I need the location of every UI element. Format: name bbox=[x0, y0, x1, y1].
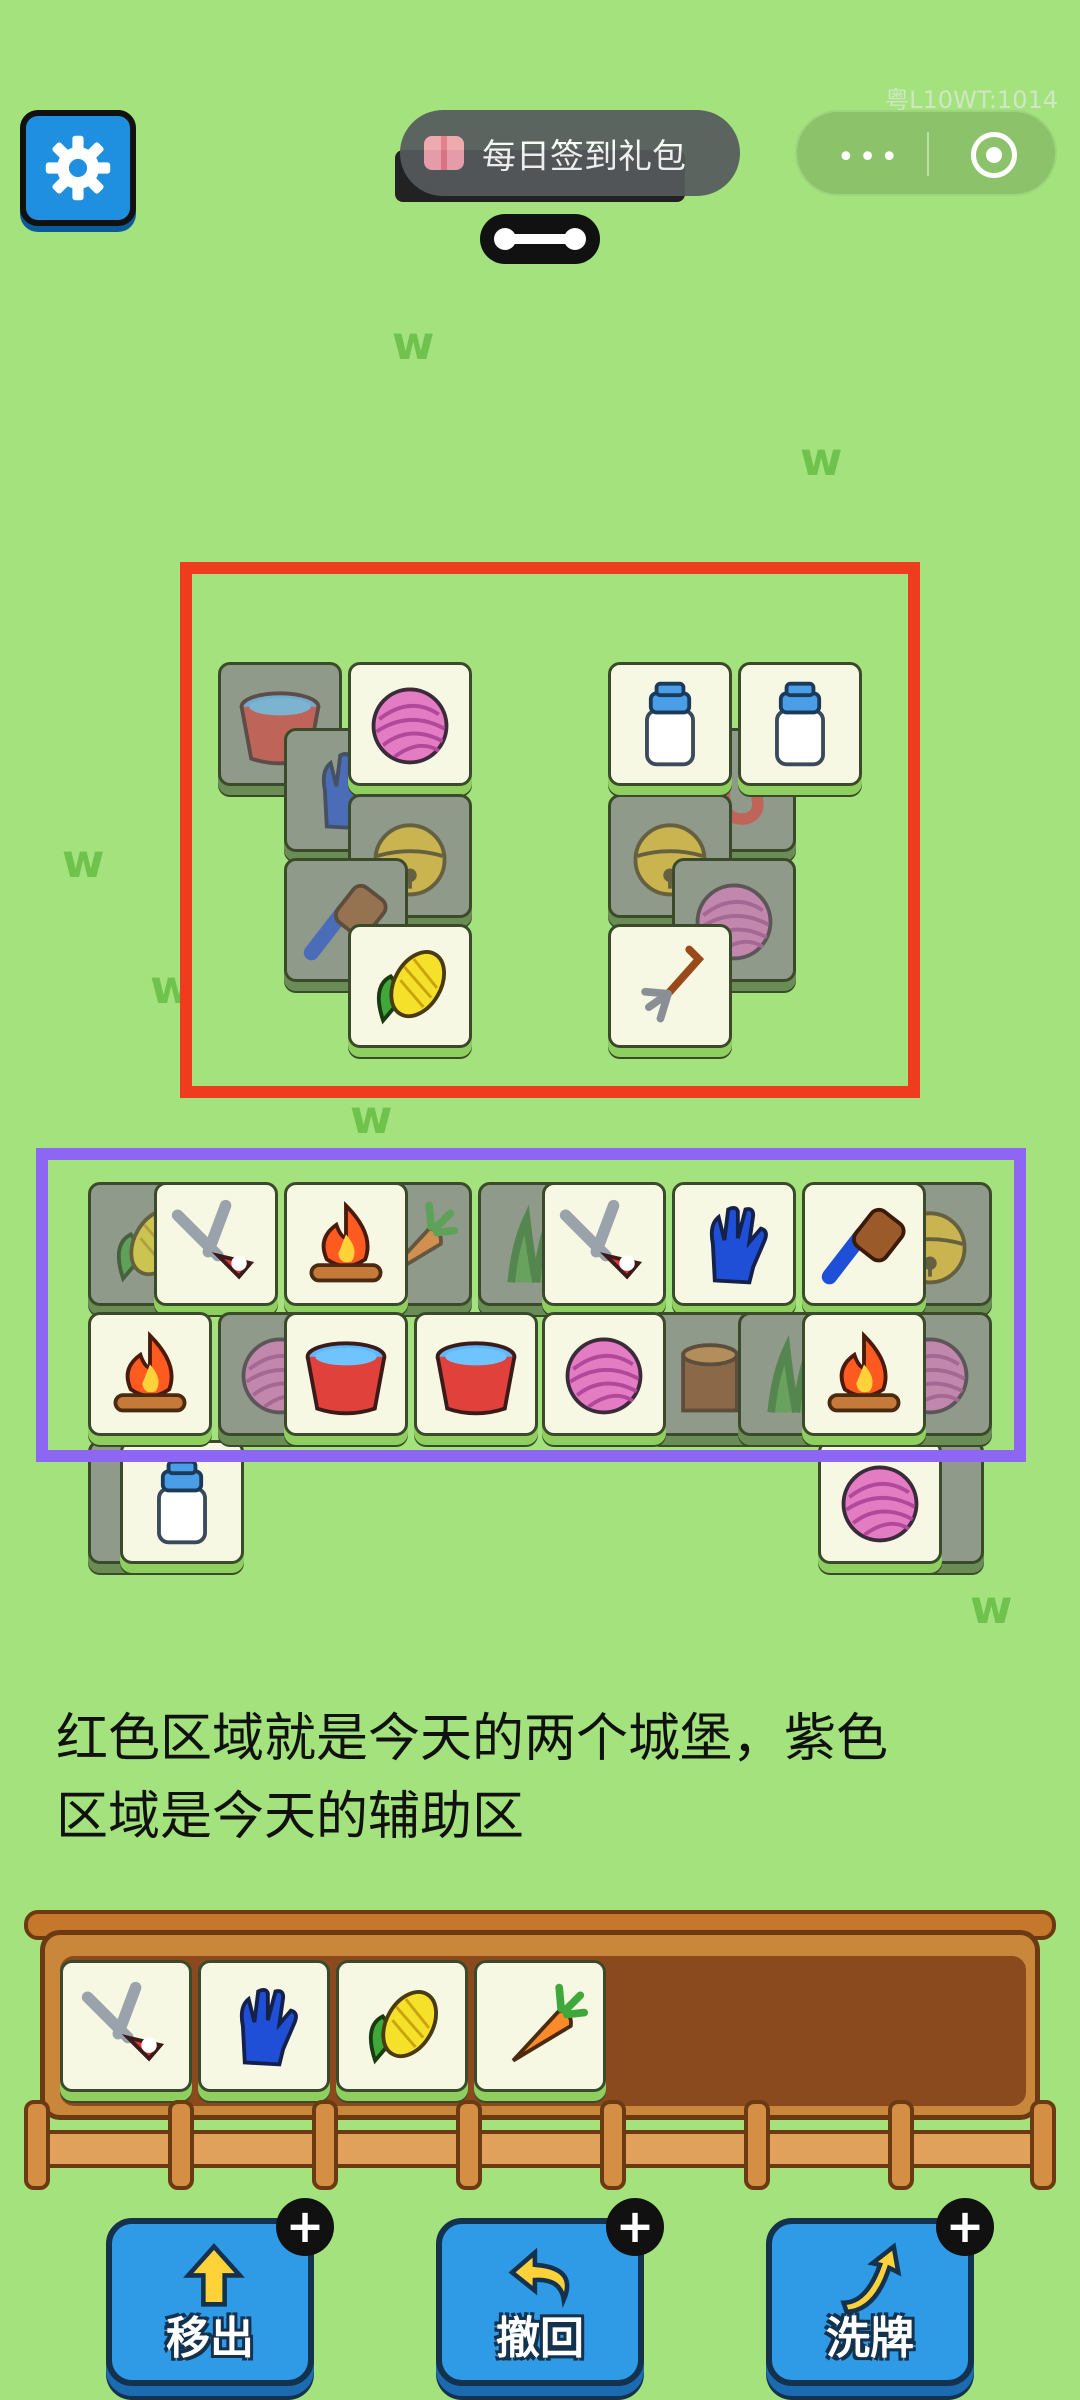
fence-post bbox=[888, 2100, 914, 2190]
tile-bucket[interactable] bbox=[414, 1312, 538, 1436]
move-out-button[interactable]: 移出 + bbox=[106, 2198, 334, 2386]
tile-fire[interactable] bbox=[802, 1312, 926, 1436]
tile-yarn[interactable] bbox=[348, 662, 472, 786]
fence-post bbox=[1030, 2100, 1056, 2190]
shuffle-label: 洗牌 bbox=[826, 2313, 914, 2364]
move-out-label: 移出 bbox=[166, 2313, 254, 2364]
undo-icon bbox=[508, 2247, 570, 2309]
caption-line-1: 红色区域就是今天的两个城堡，紫色 bbox=[56, 1709, 889, 1769]
add-move-out-icon[interactable]: + bbox=[276, 2198, 334, 2256]
castle-region-highlight bbox=[180, 562, 920, 1098]
fence-post bbox=[456, 2100, 482, 2190]
tile-yarn[interactable] bbox=[542, 1312, 666, 1436]
helper-region-highlight bbox=[36, 1148, 1026, 1462]
fence-post bbox=[24, 2100, 50, 2190]
move-out-icon bbox=[183, 2243, 245, 2307]
daily-gift-label: 每日签到礼包 bbox=[482, 136, 686, 177]
tile-yarn[interactable] bbox=[672, 858, 796, 982]
fence-post bbox=[744, 2100, 770, 2190]
mini-program-capsule: ••• bbox=[795, 110, 1057, 196]
grass-decoration: ᴡ bbox=[392, 316, 435, 370]
tile-glove[interactable] bbox=[672, 1182, 796, 1306]
daily-gift-button[interactable]: 每日签到礼包 bbox=[400, 110, 740, 196]
caption-line-2: 区域是今天的辅助区 bbox=[56, 1787, 525, 1847]
add-undo-icon[interactable]: + bbox=[606, 2198, 664, 2256]
shuffle-icon bbox=[840, 2242, 902, 2315]
fence-post bbox=[168, 2100, 194, 2190]
undo-label: 撤回 bbox=[496, 2313, 584, 2364]
gift-icon bbox=[424, 136, 464, 170]
tile-milk[interactable] bbox=[608, 662, 732, 786]
tile-brush[interactable] bbox=[802, 1182, 926, 1306]
slot-tile-glove bbox=[198, 1960, 330, 2092]
gear-icon bbox=[45, 135, 111, 201]
tile-milk[interactable] bbox=[738, 662, 862, 786]
capsule-divider bbox=[927, 132, 929, 176]
grass-decoration: ᴡ bbox=[62, 834, 105, 888]
more-menu-icon[interactable]: ••• bbox=[837, 140, 903, 175]
grass-decoration: ᴡ bbox=[350, 1090, 393, 1144]
add-shuffle-icon[interactable]: + bbox=[936, 2198, 994, 2256]
grass-decoration: ᴡ bbox=[800, 432, 843, 486]
tile-bucket[interactable] bbox=[284, 1312, 408, 1436]
slot-tile-carrot bbox=[474, 1960, 606, 2092]
tile-scissors[interactable] bbox=[154, 1182, 278, 1306]
shuffle-button[interactable]: 洗牌 + bbox=[766, 2198, 994, 2386]
tile-fire[interactable] bbox=[88, 1312, 212, 1436]
fence-post bbox=[600, 2100, 626, 2190]
fence-post bbox=[312, 2100, 338, 2190]
tile-fork[interactable] bbox=[608, 924, 732, 1048]
grass-decoration: ᴡ bbox=[970, 1580, 1013, 1634]
slot-tile-scissors bbox=[60, 1960, 192, 2092]
caption-text: 红色区域就是今天的两个城堡，紫色 区域是今天的辅助区 bbox=[56, 1700, 1016, 1856]
drag-handle[interactable] bbox=[480, 214, 600, 264]
close-mini-program-icon[interactable] bbox=[971, 132, 1017, 178]
tile-scissors[interactable] bbox=[542, 1182, 666, 1306]
settings-button[interactable] bbox=[20, 110, 136, 226]
undo-button[interactable]: 撤回 + bbox=[436, 2198, 664, 2386]
tile-corn[interactable] bbox=[348, 924, 472, 1048]
watermark-text: 粤L10WT:1014 bbox=[885, 86, 1058, 114]
slot-tile-corn bbox=[336, 1960, 468, 2092]
tile-fire[interactable] bbox=[284, 1182, 408, 1306]
